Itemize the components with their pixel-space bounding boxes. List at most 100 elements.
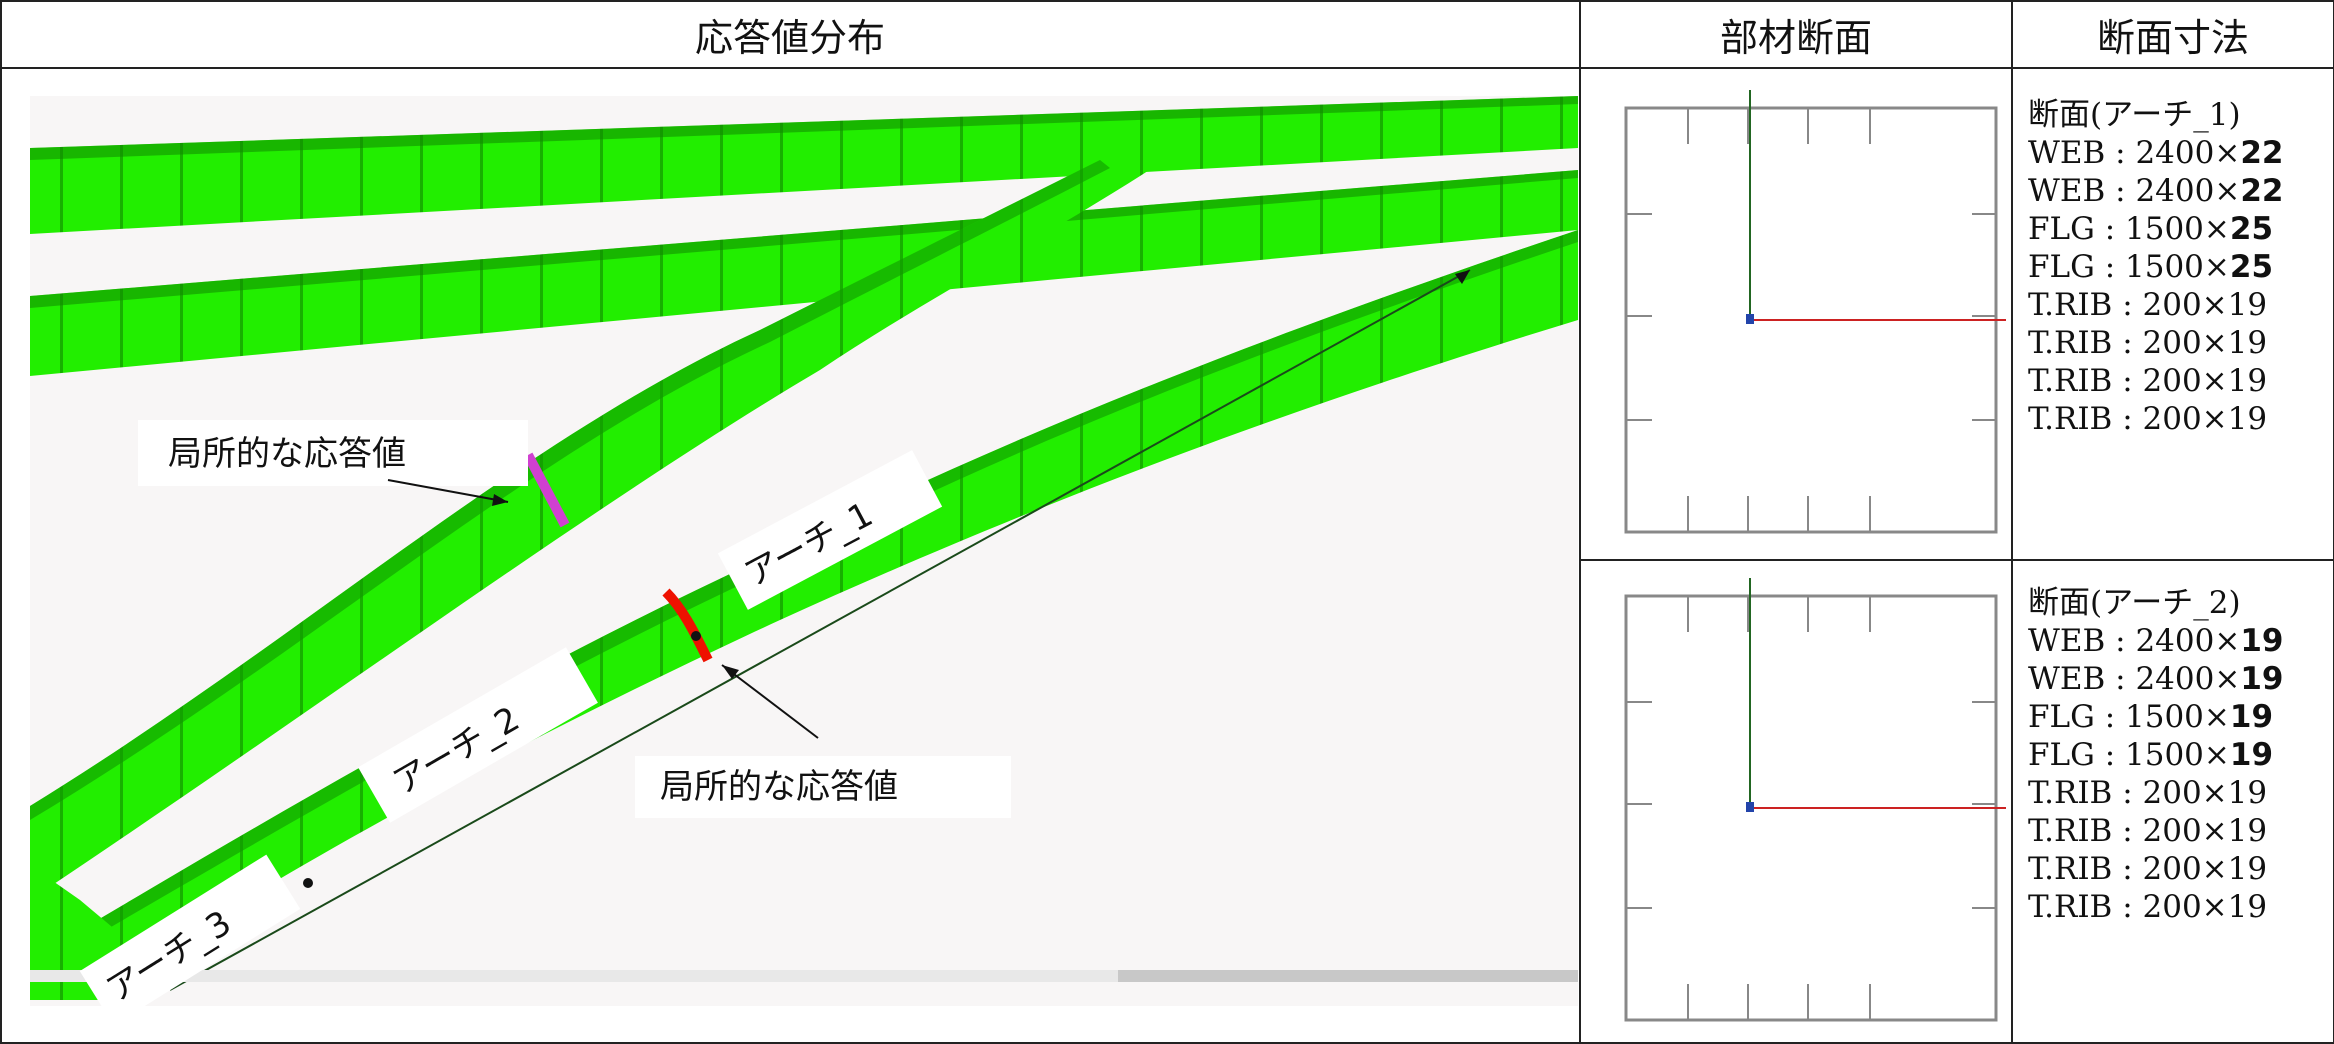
spec-row-size: 2400× bbox=[2135, 135, 2241, 171]
label-local-response-lower: 局所的な応答値 bbox=[660, 767, 898, 807]
spec-row-name: T.RIB bbox=[2028, 851, 2113, 887]
girder-second bbox=[30, 170, 1578, 376]
spec-row-name: FLG bbox=[2028, 211, 2095, 247]
spec-row-name: T.RIB bbox=[2028, 813, 2113, 849]
spec-row: FLG : 1500×19 bbox=[2028, 698, 2283, 736]
section-drawing-arch-2 bbox=[1616, 578, 2006, 1024]
spec-row: WEB : 2400×22 bbox=[2028, 134, 2283, 172]
spec-row-separator: : bbox=[2094, 249, 2126, 285]
spec-row-size: 2400× bbox=[2135, 623, 2241, 659]
arrow-upper bbox=[387, 479, 509, 503]
section-drawing-arch-1 bbox=[1616, 90, 2006, 536]
highlight-lower bbox=[662, 588, 713, 663]
section-ribs bbox=[1626, 596, 1996, 1020]
spec-row-separator: : bbox=[2105, 173, 2136, 209]
spec-row-thickness: 19 bbox=[2227, 363, 2268, 399]
spec-row-thickness: 19 bbox=[2227, 401, 2268, 437]
spec-row-name: T.RIB bbox=[2028, 287, 2113, 323]
spec-row-size: 200× bbox=[2142, 889, 2228, 925]
spec-row-name: FLG bbox=[2028, 737, 2095, 773]
highlight-upper bbox=[523, 452, 570, 528]
spec-row-size: 200× bbox=[2142, 851, 2228, 887]
spec-row-separator: : bbox=[2105, 661, 2136, 697]
spec-row-size: 200× bbox=[2142, 775, 2228, 811]
spec-row-thickness: 19 bbox=[2240, 661, 2284, 697]
spec-row-thickness: 19 bbox=[2227, 287, 2268, 323]
centroid-marker bbox=[1746, 802, 1754, 812]
spec-title: 断面(アーチ_1) bbox=[2028, 97, 2241, 133]
spec-row-separator: : bbox=[2094, 737, 2126, 773]
spec-row-thickness: 19 bbox=[2227, 813, 2268, 849]
arch-lower bbox=[30, 230, 1578, 1000]
spec-row-separator: : bbox=[2112, 775, 2143, 811]
spec-row-name: T.RIB bbox=[2028, 889, 2113, 925]
spec-row-separator: : bbox=[2112, 401, 2143, 437]
spec-row-size: 200× bbox=[2142, 287, 2228, 323]
spec-title: 断面(アーチ_2) bbox=[2028, 585, 2241, 621]
spec-row: T.RIB : 200×19 bbox=[2028, 286, 2283, 324]
spec-row: FLG : 1500×19 bbox=[2028, 736, 2283, 774]
h-scrollbar-thumb[interactable] bbox=[1118, 970, 1578, 982]
spec-row-size: 2400× bbox=[2135, 173, 2241, 209]
spec-row: T.RIB : 200×19 bbox=[2028, 888, 2283, 926]
spec-row: FLG : 1500×25 bbox=[2028, 248, 2283, 286]
spec-row-thickness: 19 bbox=[2227, 775, 2268, 811]
spec-row: T.RIB : 200×19 bbox=[2028, 362, 2283, 400]
girder-top bbox=[30, 96, 1578, 234]
section-ribs bbox=[1626, 108, 1996, 532]
spec-row-separator: : bbox=[2094, 699, 2126, 735]
response-distribution-view: 局所的な応答値 局所的な応答値 アーチ_1 アーチ_2 アーチ_3 bbox=[30, 96, 1578, 1006]
spec-row-thickness: 25 bbox=[2229, 211, 2274, 247]
spec-row-thickness: 19 bbox=[2240, 623, 2284, 659]
centroid-marker bbox=[1746, 314, 1754, 324]
spec-row: T.RIB : 200×19 bbox=[2028, 774, 2283, 812]
spec-row-separator: : bbox=[2112, 287, 2143, 323]
arrow-lower bbox=[721, 664, 819, 739]
spec-row-size: 200× bbox=[2142, 401, 2228, 437]
header-section: 部材断面 bbox=[1719, 15, 1872, 60]
spec-row: WEB : 2400×19 bbox=[2028, 660, 2283, 698]
spec-row: T.RIB : 200×19 bbox=[2028, 400, 2283, 438]
spec-row-thickness: 19 bbox=[2229, 699, 2274, 735]
spec-row-name: WEB bbox=[2028, 173, 2106, 209]
spec-row: WEB : 2400×22 bbox=[2028, 172, 2283, 210]
member-axis-line bbox=[169, 269, 1471, 991]
spec-row-thickness: 19 bbox=[2227, 325, 2268, 361]
spec-row-size: 1500× bbox=[2125, 737, 2230, 773]
header-dimensions: 断面寸法 bbox=[2096, 15, 2249, 60]
spec-row-size: 200× bbox=[2142, 325, 2228, 361]
label-local-response-upper: 局所的な応答値 bbox=[168, 434, 406, 474]
spec-row: T.RIB : 200×19 bbox=[2028, 850, 2283, 888]
spec-row: T.RIB : 200×19 bbox=[2028, 324, 2283, 362]
spec-row: WEB : 2400×19 bbox=[2028, 622, 2283, 660]
spec-row-thickness: 19 bbox=[2227, 889, 2268, 925]
header-distribution: 応答値分布 bbox=[694, 15, 885, 60]
spec-row-thickness: 22 bbox=[2240, 135, 2284, 171]
spec-row-separator: : bbox=[2112, 363, 2143, 399]
spec-row-separator: : bbox=[2112, 851, 2143, 887]
label-box-lower bbox=[635, 756, 1011, 818]
spec-row-name: WEB bbox=[2028, 623, 2106, 659]
spec-row-size: 200× bbox=[2142, 813, 2228, 849]
spec-row-name: T.RIB bbox=[2028, 325, 2113, 361]
spec-row-size: 2400× bbox=[2135, 661, 2241, 697]
spec-row-name: T.RIB bbox=[2028, 401, 2113, 437]
spec-row-thickness: 22 bbox=[2240, 173, 2284, 209]
spec-row-size: 1500× bbox=[2125, 249, 2230, 285]
spec-row-separator: : bbox=[2112, 813, 2143, 849]
spec-row-name: FLG bbox=[2028, 699, 2095, 735]
spec-row-name: T.RIB bbox=[2028, 363, 2113, 399]
spec-row-thickness: 19 bbox=[2229, 737, 2274, 773]
spec-row-thickness: 19 bbox=[2227, 851, 2268, 887]
spec-row-separator: : bbox=[2094, 211, 2126, 247]
spec-row-thickness: 25 bbox=[2229, 249, 2274, 285]
spec-row-separator: : bbox=[2112, 325, 2143, 361]
spec-row: T.RIB : 200×19 bbox=[2028, 812, 2283, 850]
spec-row-size: 1500× bbox=[2125, 699, 2230, 735]
spec-row-separator: : bbox=[2112, 889, 2143, 925]
spec-row-name: WEB bbox=[2028, 661, 2106, 697]
spec-row-separator: : bbox=[2105, 135, 2136, 171]
